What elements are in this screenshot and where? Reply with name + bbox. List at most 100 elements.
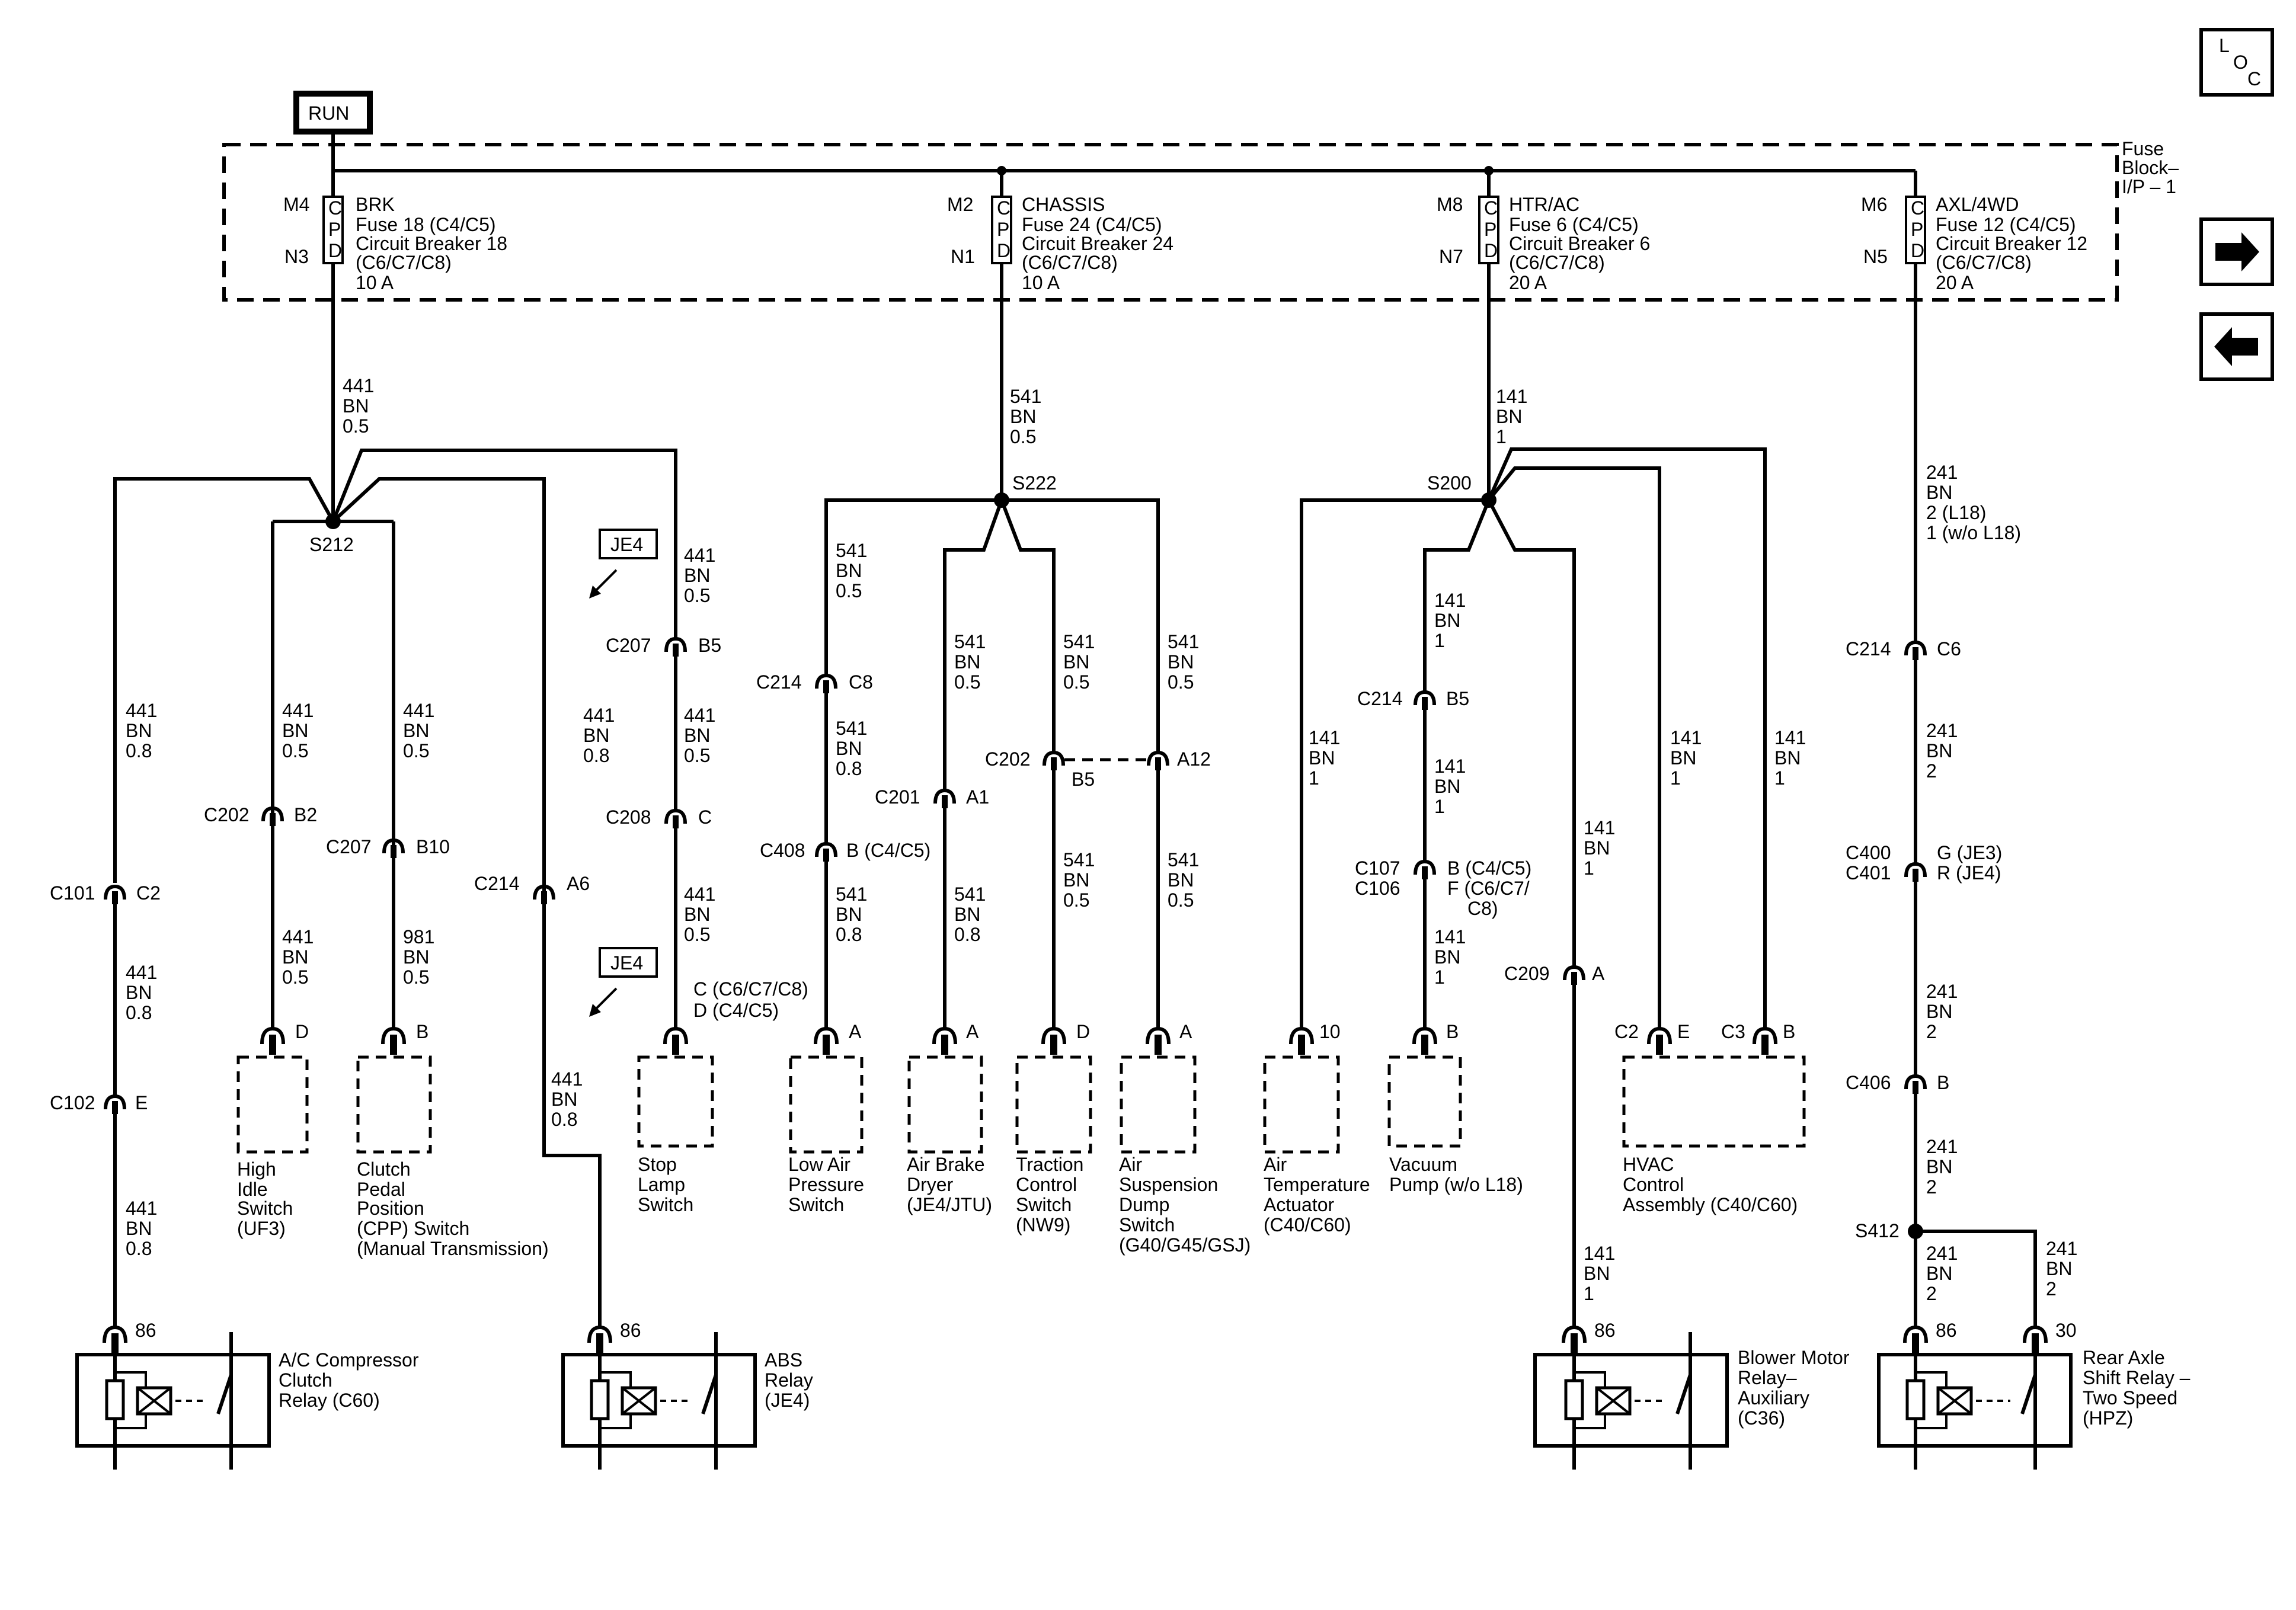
svg-text:1: 1 <box>1309 767 1319 789</box>
svg-text:JE4: JE4 <box>610 952 643 974</box>
svg-text:2: 2 <box>1926 1021 1937 1042</box>
svg-text:B (C4/C5): B (C4/C5) <box>1447 857 1531 879</box>
svg-text:C: C <box>1911 197 1924 219</box>
svg-text:0.5: 0.5 <box>684 924 710 945</box>
svg-text:BN: BN <box>403 946 429 968</box>
svg-text:0.8: 0.8 <box>954 924 980 945</box>
svg-text:E: E <box>1677 1021 1690 1042</box>
option-je4-lower: JE4 <box>589 947 658 1017</box>
svg-text:Two Speed: Two Speed <box>2083 1387 2177 1409</box>
svg-text:C3: C3 <box>1721 1021 1745 1042</box>
vacuum-pump <box>1387 1055 1462 1148</box>
svg-text:541: 541 <box>836 540 867 561</box>
svg-text:0.5: 0.5 <box>403 966 429 988</box>
svg-text:241: 241 <box>2046 1238 2077 1259</box>
svg-text:241: 241 <box>1926 720 1958 741</box>
svg-text:0.5: 0.5 <box>684 745 710 766</box>
svg-text:0.8: 0.8 <box>583 745 609 766</box>
svg-text:High: High <box>237 1158 276 1180</box>
svg-text:0.5: 0.5 <box>343 415 369 437</box>
svg-text:441: 441 <box>282 926 314 948</box>
svg-text:141: 141 <box>1496 386 1527 407</box>
svg-text:E: E <box>135 1092 148 1113</box>
next-page-arrow-icon[interactable] <box>2199 217 2274 286</box>
svg-text:1: 1 <box>1670 767 1681 789</box>
svg-text:A6: A6 <box>567 873 590 894</box>
svg-text:B5: B5 <box>1072 769 1095 790</box>
svg-text:CHASSIS: CHASSIS <box>1022 194 1105 215</box>
svg-text:141: 141 <box>1584 1243 1615 1264</box>
svg-text:Low Air: Low Air <box>788 1154 850 1175</box>
svg-text:P: P <box>1911 219 1923 240</box>
loc-icon[interactable]: L O C <box>2199 28 2274 97</box>
svg-text:D: D <box>997 240 1011 261</box>
svg-text:441: 441 <box>684 705 715 726</box>
svg-text:C8: C8 <box>849 671 873 693</box>
svg-text:A: A <box>1179 1021 1192 1042</box>
svg-text:Switch: Switch <box>1016 1194 1072 1215</box>
svg-text:(JE4): (JE4) <box>765 1390 810 1411</box>
svg-text:D: D <box>1911 240 1924 261</box>
svg-text:C202: C202 <box>985 748 1031 770</box>
svg-text:Relay–: Relay– <box>1738 1367 1797 1388</box>
svg-text:Clutch: Clutch <box>357 1158 411 1180</box>
svg-text:C214: C214 <box>756 671 802 693</box>
svg-text:M4: M4 <box>283 194 309 215</box>
svg-text:141: 141 <box>1434 590 1466 611</box>
svg-text:C6: C6 <box>1937 638 1961 660</box>
svg-text:BN: BN <box>684 904 710 925</box>
svg-text:0.5: 0.5 <box>1168 889 1194 911</box>
svg-text:BRK: BRK <box>356 194 395 215</box>
svg-text:86: 86 <box>135 1320 156 1341</box>
svg-text:B2: B2 <box>294 804 317 825</box>
option-je4-upper: JE4 <box>589 529 658 598</box>
svg-text:BN: BN <box>343 395 369 417</box>
svg-text:O: O <box>2233 52 2248 73</box>
svg-text:0.5: 0.5 <box>282 740 308 761</box>
svg-text:C2: C2 <box>136 882 161 904</box>
svg-text:D (C4/C5): D (C4/C5) <box>693 1000 779 1021</box>
svg-text:141: 141 <box>1774 727 1806 748</box>
prev-page-arrow-icon[interactable] <box>2199 312 2274 381</box>
svg-text:0.5: 0.5 <box>684 585 710 606</box>
svg-text:Idle: Idle <box>237 1179 268 1200</box>
svg-text:C207: C207 <box>326 836 372 857</box>
svg-text:BN: BN <box>1926 740 1952 761</box>
svg-text:BN: BN <box>1010 406 1036 427</box>
svg-text:BN: BN <box>551 1089 577 1110</box>
svg-text:BN: BN <box>836 904 862 925</box>
svg-text:Air: Air <box>1119 1154 1142 1175</box>
svg-text:1: 1 <box>1434 630 1445 651</box>
svg-text:M2: M2 <box>947 194 973 215</box>
svg-text:541: 541 <box>836 884 867 905</box>
svg-text:Fuse 18 (C4/C5): Fuse 18 (C4/C5) <box>356 214 496 235</box>
svg-text:BN: BN <box>1584 1263 1610 1284</box>
fuse-block-outline <box>222 143 2119 302</box>
svg-text:541: 541 <box>1168 849 1199 870</box>
svg-text:0.5: 0.5 <box>1168 671 1194 693</box>
svg-text:B: B <box>1446 1021 1459 1042</box>
svg-text:Blower Motor: Blower Motor <box>1738 1347 1850 1368</box>
svg-text:BN: BN <box>1168 651 1194 673</box>
svg-text:F (C6/C7/: F (C6/C7/ <box>1447 878 1530 899</box>
svg-text:86: 86 <box>1594 1320 1616 1341</box>
svg-text:0.5: 0.5 <box>282 966 308 988</box>
svg-text:0.8: 0.8 <box>836 758 862 779</box>
svg-text:241: 241 <box>1926 981 1958 1002</box>
svg-text:(CPP) Switch: (CPP) Switch <box>357 1218 469 1239</box>
svg-text:Circuit Breaker 18: Circuit Breaker 18 <box>356 233 507 254</box>
svg-text:A: A <box>1592 963 1605 984</box>
svg-text:BN: BN <box>1434 610 1460 631</box>
svg-text:441: 441 <box>343 375 374 396</box>
svg-text:ABS: ABS <box>765 1349 802 1371</box>
svg-text:C: C <box>997 197 1011 219</box>
svg-text:N3: N3 <box>284 246 309 267</box>
svg-text:BN: BN <box>836 560 862 581</box>
